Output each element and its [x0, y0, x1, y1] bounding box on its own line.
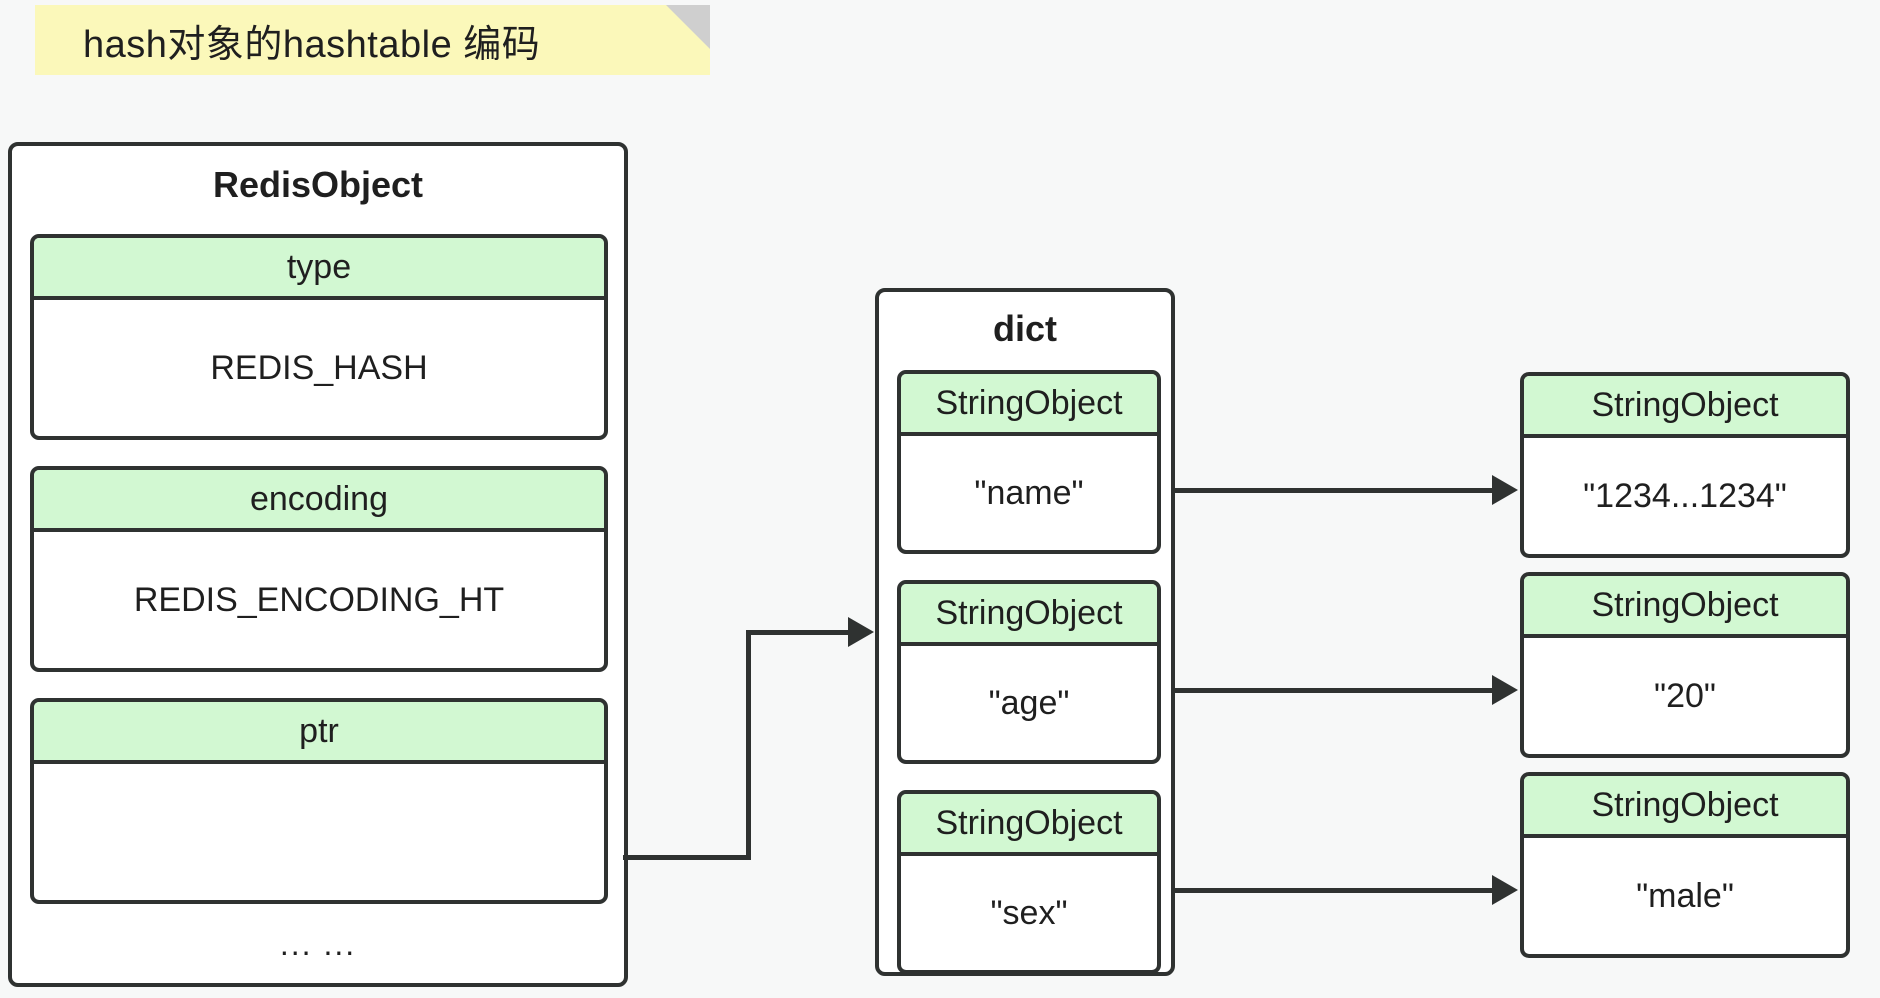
value-object-2-type: StringObject: [1524, 776, 1846, 838]
value-object-1-type: StringObject: [1524, 576, 1846, 638]
field-encoding: encoding REDIS_ENCODING_HT: [30, 466, 608, 672]
dict-title: dict: [992, 308, 1057, 349]
field-encoding-value: REDIS_ENCODING_HT: [133, 580, 505, 619]
note-fold-corner-icon: [666, 5, 710, 49]
dict-entry-1-type: StringObject: [901, 584, 1157, 646]
connector-name-arrowhead: [1492, 475, 1518, 505]
dict-entry-0-type: StringObject: [901, 374, 1157, 436]
connector-ptr-segment-1: [623, 855, 751, 860]
field-encoding-label: encoding: [34, 470, 604, 532]
dict-entry-0: StringObject "name": [897, 370, 1161, 554]
sticky-note-title: hash对象的hashtable 编码: [35, 5, 710, 75]
dict-entry-0-key: "name": [974, 473, 1084, 512]
redis-object-box: RedisObject type REDIS_HASH encoding RED…: [8, 142, 628, 987]
redis-object-title: RedisObject: [212, 164, 424, 205]
field-type: type REDIS_HASH: [30, 234, 608, 440]
field-type-label: type: [34, 238, 604, 300]
connector-ptr-segment-2: [746, 630, 751, 860]
connector-age-arrowhead: [1492, 675, 1518, 705]
connector-age-line: [1175, 688, 1495, 693]
connector-name-line: [1175, 488, 1495, 493]
field-ptr-value: [34, 764, 604, 900]
value-object-1: StringObject "20": [1520, 572, 1850, 758]
value-object-0: StringObject "1234...1234": [1520, 372, 1850, 558]
field-type-value: REDIS_HASH: [210, 348, 428, 387]
value-object-2: StringObject "male": [1520, 772, 1850, 958]
dict-entry-1: StringObject "age": [897, 580, 1161, 764]
connector-ptr-arrowhead: [848, 617, 874, 647]
dict-entry-2-type: StringObject: [901, 794, 1157, 856]
value-object-0-type: StringObject: [1524, 376, 1846, 438]
dict-entry-2-key: "sex": [990, 893, 1068, 932]
connector-sex-arrowhead: [1492, 875, 1518, 905]
connector-sex-line: [1175, 888, 1495, 893]
dict-entry-1-key: "age": [988, 683, 1070, 722]
value-object-1-value: "20": [1654, 676, 1716, 715]
dict-box: dict StringObject "name" StringObject "a…: [875, 288, 1175, 976]
field-ptr-label: ptr: [34, 702, 604, 764]
value-object-2-value: "male": [1636, 876, 1734, 915]
connector-ptr-segment-3: [746, 630, 850, 635]
redis-object-footer-ellipsis: ... ...: [279, 926, 357, 962]
note-text: hash对象的hashtable 编码: [83, 23, 541, 66]
dict-entry-2: StringObject "sex": [897, 790, 1161, 974]
field-ptr: ptr: [30, 698, 608, 904]
value-object-0-value: "1234...1234": [1583, 476, 1787, 515]
